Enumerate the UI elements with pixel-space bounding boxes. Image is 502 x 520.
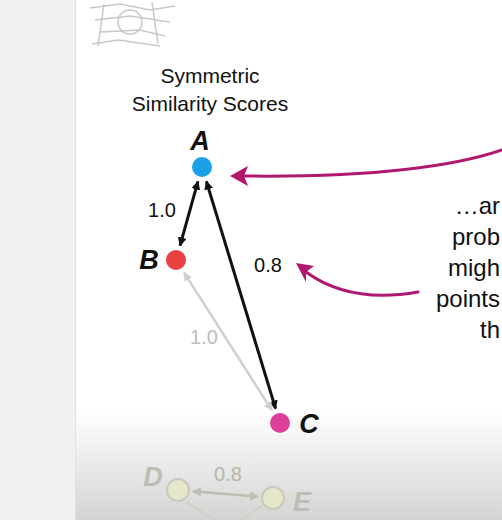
- similarity-arrow: [180, 181, 198, 245]
- point-dot: C: [268, 411, 292, 435]
- similarity-arrow: [206, 181, 275, 408]
- point-letter: E: [293, 489, 311, 516]
- point-dot: B: [164, 248, 188, 272]
- point-letter: B: [139, 247, 159, 274]
- point-letter: C: [299, 411, 319, 438]
- diagram-title: Symmetric Similarity Scores: [115, 62, 305, 118]
- point-letter: D: [143, 464, 163, 491]
- callout-text: …ar: [455, 192, 500, 220]
- score-label: 1.0: [146, 199, 178, 221]
- point-letter: A: [190, 128, 210, 155]
- callout-text: th: [480, 316, 500, 344]
- similarity-arrow: [193, 491, 258, 496]
- point-dot: E: [261, 486, 285, 510]
- point-dot: A: [190, 155, 214, 179]
- callout-text: points: [436, 285, 500, 313]
- score-label: 0.8: [252, 254, 284, 276]
- point-dot: D: [166, 478, 190, 502]
- side-strip: [0, 0, 76, 520]
- similarity-arrow: [184, 273, 272, 411]
- callout-text: prob: [452, 223, 500, 251]
- score-label: 0.8: [212, 463, 244, 485]
- score-label: 1.0: [188, 326, 220, 348]
- callout-text: migh: [448, 254, 500, 282]
